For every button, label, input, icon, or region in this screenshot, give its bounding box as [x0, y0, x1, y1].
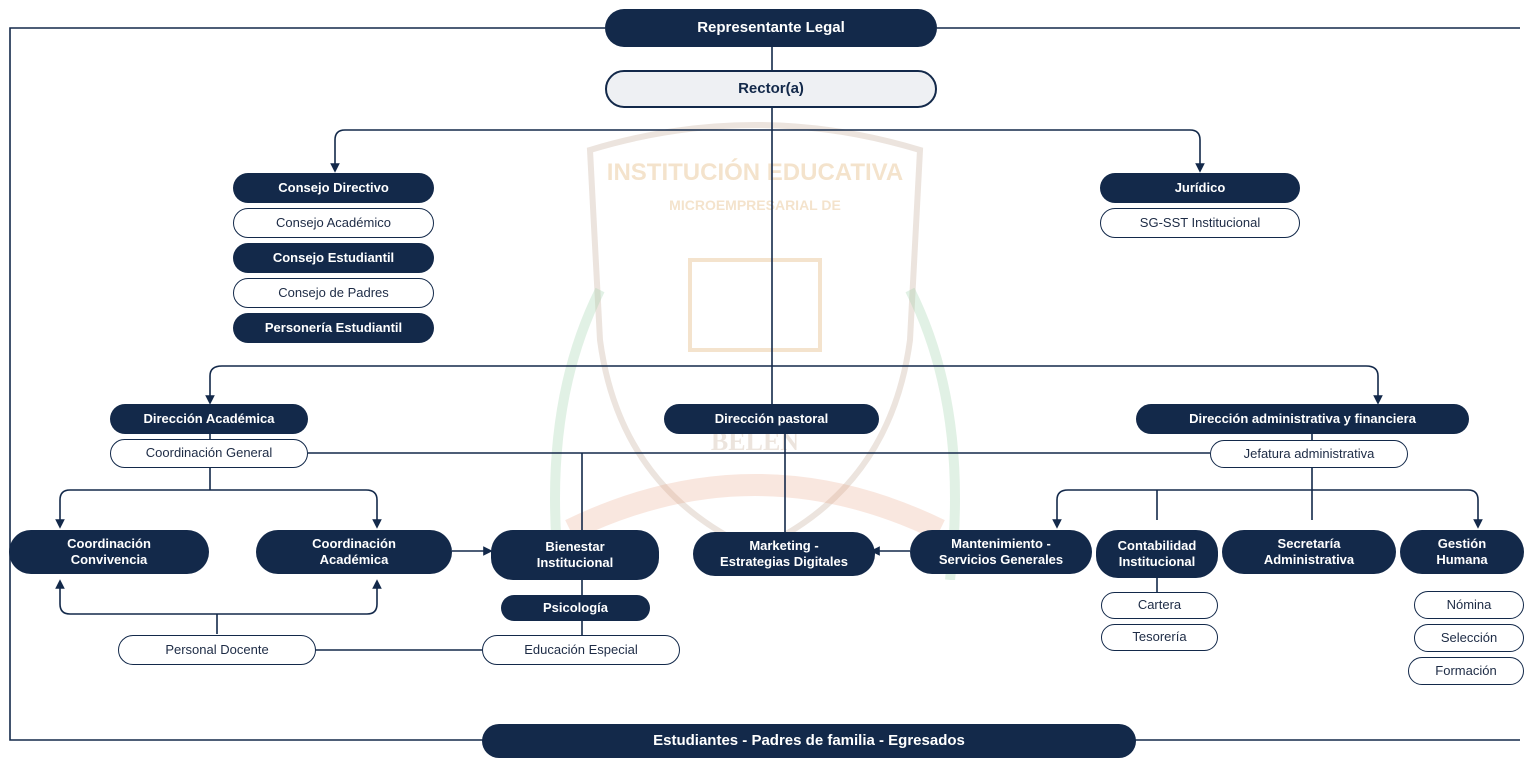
node-sg-sst: SG-SST Institucional: [1100, 208, 1300, 238]
node-coordinacion-academica: Coordinación Académica: [256, 530, 452, 574]
node-nomina: Nómina: [1414, 591, 1524, 619]
node-consejo-padres: Consejo de Padres: [233, 278, 434, 308]
node-contabilidad: Contabilidad Institucional: [1096, 530, 1218, 578]
node-rector: Rector(a): [605, 70, 937, 108]
node-direccion-pastoral: Dirección pastoral: [664, 404, 879, 434]
node-direccion-academica: Dirección Académica: [110, 404, 308, 434]
node-juridico: Jurídico: [1100, 173, 1300, 203]
node-marketing: Marketing - Estrategias Digitales: [693, 532, 875, 576]
node-educacion-especial: Educación Especial: [482, 635, 680, 665]
node-consejo-estudiantil: Consejo Estudiantil: [233, 243, 434, 273]
node-direccion-administrativa: Dirección administrativa y financiera: [1136, 404, 1469, 434]
node-estudiantes-padres-egresados: Estudiantes - Padres de familia - Egresa…: [482, 724, 1136, 758]
node-consejo-directivo: Consejo Directivo: [233, 173, 434, 203]
node-coordinacion-general: Coordinación General: [110, 439, 308, 468]
node-jefatura-administrativa: Jefatura administrativa: [1210, 440, 1408, 468]
node-secretaria-administrativa: Secretaría Administrativa: [1222, 530, 1396, 574]
node-coordinacion-convivencia: Coordinación Convivencia: [9, 530, 209, 574]
node-psicologia: Psicología: [501, 595, 650, 621]
node-bienestar-institucional: Bienestar Institucional: [491, 530, 659, 580]
node-formacion: Formación: [1408, 657, 1524, 685]
node-tesoreria: Tesorería: [1101, 624, 1218, 651]
node-seleccion: Selección: [1414, 624, 1524, 652]
node-personeria-estudiantil: Personería Estudiantil: [233, 313, 434, 343]
node-cartera: Cartera: [1101, 592, 1218, 619]
node-personal-docente: Personal Docente: [118, 635, 316, 665]
node-mantenimiento: Mantenimiento - Servicios Generales: [910, 530, 1092, 574]
node-representante-legal: Representante Legal: [605, 9, 937, 47]
node-consejo-academico: Consejo Académico: [233, 208, 434, 238]
node-gestion-humana: Gestión Humana: [1400, 530, 1524, 574]
